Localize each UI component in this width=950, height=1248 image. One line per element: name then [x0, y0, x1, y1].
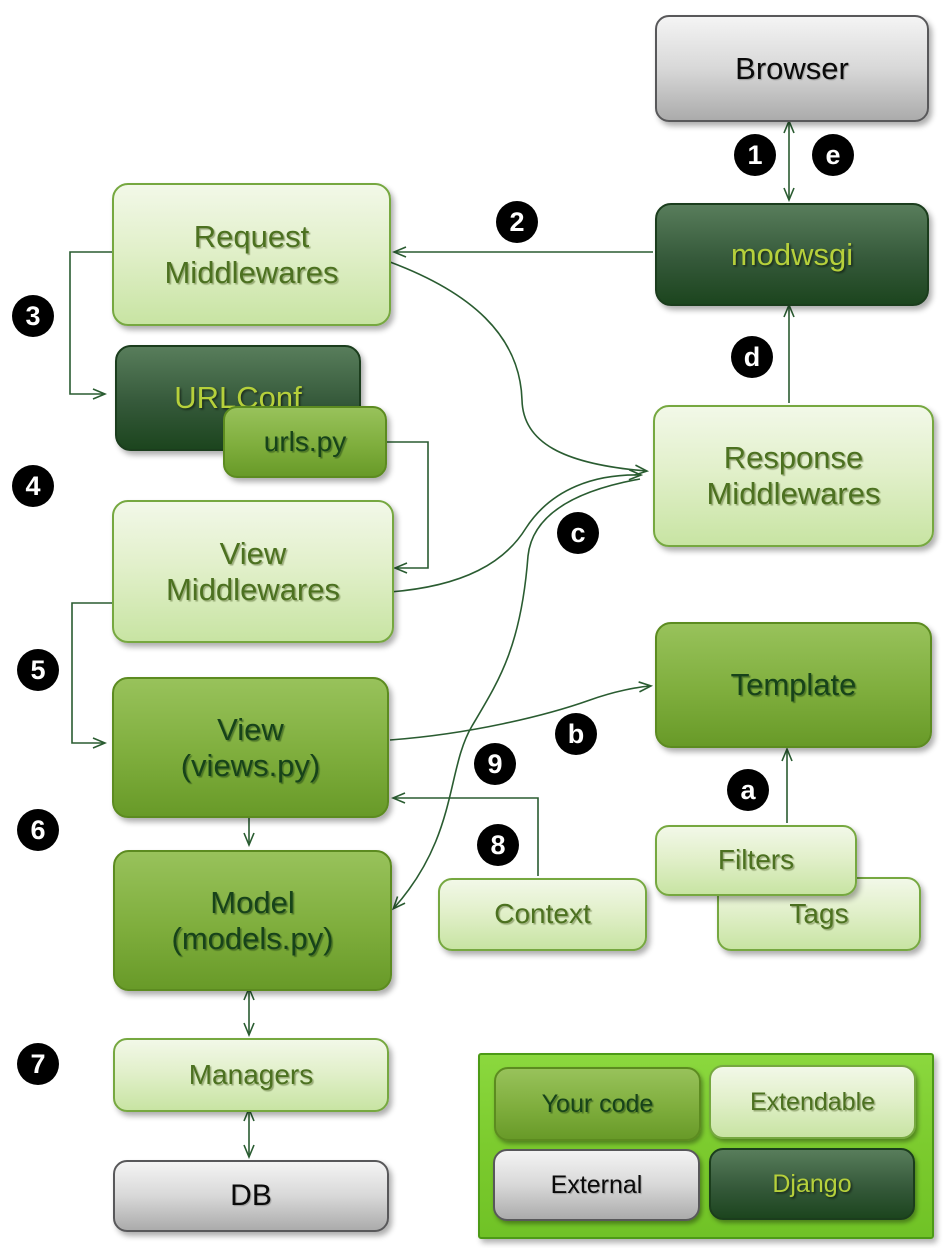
badge-step-4-label: 4 — [25, 470, 41, 501]
badge-step-7-label: 7 — [30, 1048, 46, 1079]
connector-urlspy-view-middlewares — [383, 441, 429, 568]
badge-step-1: 1 — [734, 134, 776, 176]
node-model-label: Model (models.py) — [171, 884, 334, 956]
legend-item-your-code-label: Your code — [541, 1089, 654, 1118]
node-template-label: Template — [730, 667, 857, 703]
node-context: Context — [438, 878, 647, 951]
node-modwsgi: modwsgi — [655, 203, 929, 306]
node-browser: Browser — [655, 15, 929, 122]
node-managers: Managers — [113, 1038, 389, 1112]
badge-step-8: 8 — [477, 824, 519, 866]
node-filters: Filters — [655, 825, 857, 896]
badge-step-7: 7 — [17, 1043, 59, 1085]
legend-item-django: Django — [709, 1148, 915, 1220]
node-urls-py: urls.py — [223, 406, 387, 478]
connector-view-middlewares-view — [71, 602, 112, 743]
node-modwsgi-label: modwsgi — [730, 236, 854, 272]
badge-step-a: a — [727, 769, 769, 811]
connector-response-junction-model — [394, 478, 641, 908]
badge-step-6-label: 6 — [30, 814, 46, 845]
badge-step-e: e — [812, 134, 854, 176]
node-response-middlewares-label: Response Middlewares — [706, 440, 881, 511]
connector-request-middlewares-urlconf — [69, 251, 112, 394]
node-response-middlewares: Response Middlewares — [653, 405, 934, 547]
badge-step-c-label: c — [570, 517, 586, 548]
connector-view-middlewares-response-middlewares — [389, 475, 640, 593]
badge-step-a-label: a — [740, 774, 756, 805]
connector-request-middlewares-response-middlewares — [389, 261, 646, 471]
node-view-middlewares: View Middlewares — [112, 500, 394, 643]
node-view-middlewares-label: View Middlewares — [165, 535, 340, 607]
badge-step-b-label: b — [567, 718, 585, 749]
node-view-label: View (views.py) — [180, 711, 321, 783]
badge-step-8-label: 8 — [490, 829, 506, 860]
badge-step-2: 2 — [496, 201, 538, 243]
badge-step-1-label: 1 — [747, 139, 763, 170]
legend-item-external: External — [493, 1149, 700, 1221]
node-managers-label: Managers — [188, 1058, 314, 1090]
node-browser-label: Browser — [735, 50, 849, 86]
badge-step-d-label: d — [743, 341, 761, 372]
connector-view-template — [389, 686, 650, 741]
node-db: DB — [113, 1160, 389, 1232]
node-model: Model (models.py) — [113, 850, 392, 991]
badge-step-6: 6 — [17, 809, 59, 851]
node-request-middlewares-label: Request Middlewares — [164, 218, 339, 290]
connector-context-view — [394, 798, 539, 876]
legend-item-external-label: External — [550, 1170, 643, 1199]
legend-panel: Your code Extendable External Django — [478, 1053, 934, 1239]
legend-item-extendable-label: Extendable — [749, 1087, 876, 1116]
legend-item-your-code: Your code — [494, 1067, 701, 1141]
node-filters-label: Filters — [717, 844, 795, 876]
badge-step-2-label: 2 — [509, 206, 525, 237]
badge-step-5: 5 — [17, 649, 59, 691]
badge-step-d: d — [731, 336, 773, 378]
badge-step-b: b — [555, 713, 597, 755]
badge-step-5-label: 5 — [30, 654, 46, 685]
node-db-label: DB — [230, 1178, 272, 1212]
node-template: Template — [655, 622, 932, 748]
node-view: View (views.py) — [112, 677, 389, 818]
badge-step-3-label: 3 — [25, 300, 41, 331]
legend-item-django-label: Django — [772, 1169, 852, 1198]
legend-item-extendable: Extendable — [709, 1065, 916, 1139]
badge-step-e-label: e — [825, 139, 841, 170]
node-tags-label: Tags — [789, 897, 849, 929]
badge-step-c: c — [557, 512, 599, 554]
badge-step-9: 9 — [474, 743, 516, 785]
badge-step-3: 3 — [12, 295, 54, 337]
node-request-middlewares: Request Middlewares — [112, 183, 391, 326]
node-context-label: Context — [494, 898, 591, 930]
badge-step-4: 4 — [12, 465, 54, 507]
badge-step-9-label: 9 — [487, 748, 503, 779]
node-urls-py-label: urls.py — [263, 425, 347, 457]
